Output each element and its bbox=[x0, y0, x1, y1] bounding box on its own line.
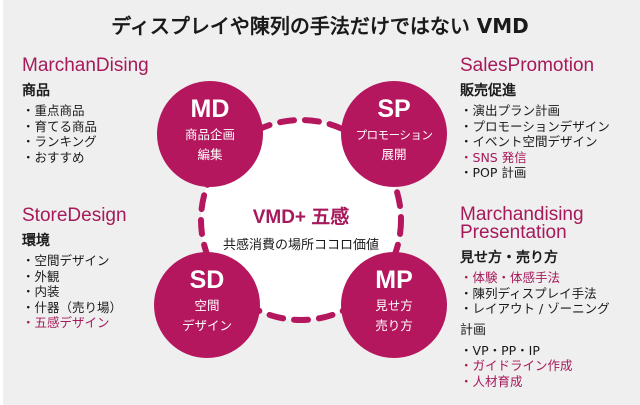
list-item: プロモーションデザイン bbox=[460, 119, 610, 135]
mp-english-title-line1: Marchandising bbox=[460, 204, 584, 225]
center-title: VMD+ 五感 bbox=[252, 207, 350, 228]
list-item: 什器（売り場） bbox=[22, 300, 127, 316]
sp-heading: 販売促進 bbox=[460, 83, 516, 99]
list-item: VP・PP・IP bbox=[460, 343, 610, 359]
mp-block: Marchandising Presentation 見せ方・売り方 体験・体感… bbox=[460, 204, 610, 390]
sd-block: StoreDesign 環境 空間デザイン 外観 内装 什器（売り場） 五感デザ… bbox=[22, 206, 127, 331]
circle-sd-line1: 空間 bbox=[194, 298, 220, 313]
circle-mp bbox=[341, 252, 447, 358]
circle-mp-line2: 売り方 bbox=[375, 318, 413, 333]
list-item: 育てる商品 bbox=[22, 119, 149, 135]
md-list: 重点商品 育てる商品 ランキング おすすめ bbox=[22, 103, 149, 165]
list-item: SNS 発信 bbox=[460, 150, 610, 166]
list-item: 外観 bbox=[22, 269, 127, 285]
list-item: イベント空間デザイン bbox=[460, 134, 610, 150]
sd-english-title: StoreDesign bbox=[22, 205, 127, 226]
circle-md-line1: 商品企画 bbox=[184, 127, 235, 142]
circle-mp-abbr: MP bbox=[375, 266, 413, 294]
circle-sp bbox=[341, 81, 447, 187]
circle-mp-label: MP 見せ方 売り方 bbox=[339, 266, 449, 336]
list-item: おすすめ bbox=[22, 150, 149, 166]
list-item: POP 計画 bbox=[460, 165, 610, 181]
list-item: 内装 bbox=[22, 284, 127, 300]
list-item: レイアウト / ゾーニング bbox=[460, 301, 610, 317]
circle-sp-line1: プロモーション bbox=[355, 128, 433, 142]
mp-english-title-line2: Presentation bbox=[460, 222, 567, 243]
mp-list-2: VP・PP・IP ガイドライン作成 人材育成 bbox=[460, 343, 610, 390]
circle-md-abbr: MD bbox=[190, 95, 230, 123]
circle-md-label: MD 商品企画 編集 bbox=[155, 95, 265, 165]
circle-sp-abbr: SP bbox=[377, 95, 411, 123]
list-item: 人材育成 bbox=[460, 374, 610, 390]
center-subtitle: 共感消費の場所ココロ価値 bbox=[222, 238, 379, 253]
circle-sd-abbr: SD bbox=[189, 266, 225, 294]
list-item: 空間デザイン bbox=[22, 253, 127, 269]
list-item: ランキング bbox=[22, 134, 149, 150]
list-item: 陳列ディスプレイ手法 bbox=[460, 286, 610, 302]
sp-list: 演出プラン計画 プロモーションデザイン イベント空間デザイン SNS 発信 PO… bbox=[460, 103, 610, 181]
list-item: 重点商品 bbox=[22, 103, 149, 119]
list-item: 五感デザイン bbox=[22, 315, 127, 331]
mp-heading: 見せ方・売り方 bbox=[460, 250, 558, 266]
circle-sp-line2: 展開 bbox=[381, 147, 407, 162]
list-item: ガイドライン作成 bbox=[460, 358, 610, 374]
circle-sp-label: SP プロモーション 展開 bbox=[339, 95, 449, 165]
circle-md bbox=[157, 81, 263, 187]
md-block: MarchanDising 商品 重点商品 育てる商品 ランキング おすすめ bbox=[22, 56, 149, 165]
mp-list: 体験・体感手法 陳列ディスプレイ手法 レイアウト / ゾーニング bbox=[460, 270, 610, 317]
md-english-title: MarchanDising bbox=[22, 55, 149, 76]
circle-sd bbox=[154, 252, 260, 358]
circle-sd-label: SD 空間 デザイン bbox=[152, 266, 262, 336]
page-title: ディスプレイや陳列の手法だけではない VMD bbox=[111, 14, 529, 38]
circle-md-line2: 編集 bbox=[197, 147, 223, 162]
sp-block: SalesPromotion 販売促進 演出プラン計画 プロモーションデザイン … bbox=[460, 56, 610, 181]
dashed-ring bbox=[198, 117, 404, 323]
center-ring-fill bbox=[201, 120, 401, 320]
sd-heading: 環境 bbox=[22, 233, 50, 249]
md-heading: 商品 bbox=[22, 83, 50, 99]
sp-english-title: SalesPromotion bbox=[460, 55, 595, 76]
sd-list: 空間デザイン 外観 内装 什器（売り場） 五感デザイン bbox=[22, 253, 127, 331]
mp-subheading: 計画 bbox=[460, 322, 487, 338]
list-item: 演出プラン計画 bbox=[460, 103, 610, 119]
circle-mp-line1: 見せ方 bbox=[375, 298, 413, 313]
list-item: 体験・体感手法 bbox=[460, 270, 610, 286]
circle-sd-line2: デザイン bbox=[181, 318, 232, 333]
